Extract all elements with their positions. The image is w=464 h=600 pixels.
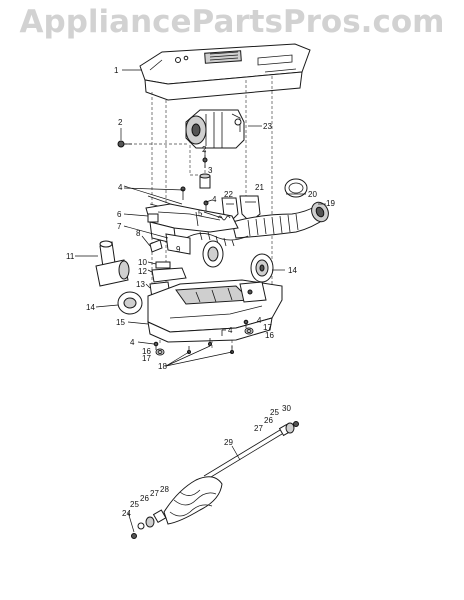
callout-label: 14	[288, 266, 297, 275]
callout-label: 23	[263, 122, 272, 131]
callout-label: 17	[142, 354, 151, 363]
callout-label: 26	[264, 416, 273, 425]
callout-label: 26	[140, 494, 149, 503]
wheel-part	[117, 291, 143, 315]
callout-label: 19	[326, 199, 335, 208]
callout-label: 24	[122, 509, 131, 518]
callout-label: 10	[138, 258, 147, 267]
end-cap-part	[145, 509, 167, 528]
callout-label: 28	[160, 485, 169, 494]
callout-label: 4	[257, 316, 262, 325]
callout-label: 25	[130, 500, 139, 509]
callout-label: 27	[150, 489, 159, 498]
callout-label: 14	[86, 303, 95, 312]
callout-label: 4	[130, 338, 135, 347]
callout-label: 21	[255, 183, 264, 192]
pulley-wheel-part	[202, 240, 224, 268]
latch-part	[155, 261, 171, 269]
callout-label: 29	[224, 438, 233, 447]
callout-label: 16	[265, 331, 274, 340]
callout-label: 8	[136, 229, 141, 238]
callout-label: 2	[202, 145, 207, 154]
callout-labels: 1 2 2 3 23 4 4 22 21 20 19 6 5 7 8 9 11 …	[66, 66, 335, 518]
ring-part	[284, 178, 308, 198]
callout-label: 9	[176, 245, 181, 254]
callout-label: 3	[208, 166, 213, 175]
chassis-frame-part	[145, 203, 239, 255]
callout-label: 5	[198, 209, 203, 218]
cord-part	[185, 231, 249, 247]
callout-label: 22	[224, 190, 233, 199]
foot-part	[244, 327, 254, 335]
callout-label: 15	[116, 318, 125, 327]
brushroll-part	[163, 429, 283, 525]
bearing-part	[131, 522, 145, 539]
base-housing-part	[147, 279, 283, 343]
screw-part	[153, 341, 159, 350]
callout-label: 18	[158, 362, 167, 371]
callout-label: 25	[270, 408, 279, 417]
foot-part	[155, 348, 165, 356]
callout-label: 16	[142, 347, 151, 356]
leader-lines	[75, 69, 326, 533]
callout-label: 12	[138, 267, 147, 276]
screw-part	[202, 157, 208, 168]
callout-label: 17	[263, 323, 272, 332]
spring-part	[217, 215, 231, 221]
callout-label: 6	[117, 210, 122, 219]
callout-label: 30	[282, 404, 291, 413]
bushing-part	[199, 173, 211, 189]
callout-label: 4	[212, 195, 217, 204]
watermark-text: AppliancePartsPros.com	[19, 4, 445, 40]
nozzle-part	[95, 240, 130, 287]
hose-part	[231, 201, 329, 239]
callout-label: 7	[117, 222, 122, 231]
callout-label: 13	[136, 280, 145, 289]
callout-label: 20	[308, 190, 317, 199]
screw-part	[243, 319, 249, 328]
callout-label: 2	[118, 118, 123, 127]
callout-label: 4	[118, 183, 123, 192]
motor-assembly-part	[185, 109, 245, 149]
clip-part-8	[149, 239, 163, 253]
plate-part	[151, 267, 187, 283]
screw-part	[117, 140, 132, 148]
callout-label: 11	[66, 252, 75, 261]
callout-label: 1	[114, 66, 119, 75]
pulley-wheel-part	[250, 253, 274, 283]
end-cap-part	[278, 421, 299, 437]
top-cover-part	[139, 43, 311, 101]
clip-part	[147, 213, 159, 223]
callout-label: 27	[254, 424, 263, 433]
callout-label: 4	[228, 326, 233, 335]
